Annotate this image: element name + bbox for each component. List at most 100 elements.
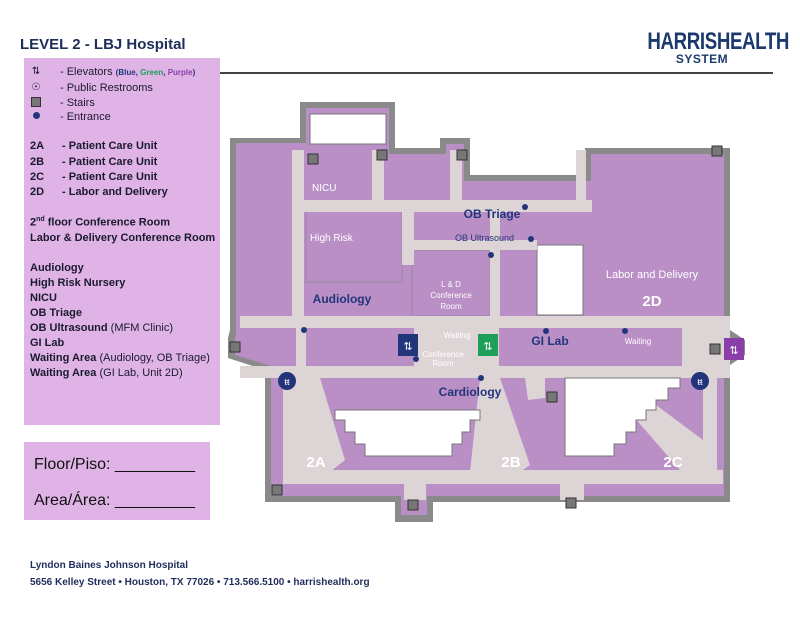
area-field: Area/Área: _________ — [34, 492, 196, 509]
unit-label: - Labor and Delivery — [62, 186, 168, 198]
entrance-icon — [301, 327, 307, 333]
svg-text:ŧŧ: ŧŧ — [284, 377, 290, 387]
courtyards — [334, 377, 681, 457]
unit-label: - Patient Care Unit — [62, 140, 158, 152]
stairs-icon — [307, 153, 319, 165]
label-waiting-2: Waiting — [625, 337, 651, 346]
label-waiting-1: Waiting — [444, 331, 470, 340]
unit-label: - Patient Care Unit — [62, 156, 158, 168]
stairs-icon — [271, 484, 283, 496]
corridor — [525, 378, 545, 400]
corridor — [576, 150, 586, 205]
legend-place: NICU — [30, 292, 57, 304]
corridor — [490, 205, 500, 320]
label-audiology: Audiology — [313, 292, 372, 306]
entrance-icon — [413, 356, 419, 362]
stairs-icon — [456, 149, 468, 161]
corridor — [470, 378, 530, 472]
elevator-icon: ⇅ — [31, 66, 41, 77]
unit-code: 2D — [30, 186, 45, 198]
legend-elevators-paren-open: ( — [115, 68, 119, 77]
label-unit-2b: 2B — [501, 454, 520, 471]
label-ob-ultrasound: OB Ultrasound — [455, 233, 514, 243]
stairs — [229, 145, 723, 511]
label-cardiology: Cardiology — [439, 385, 502, 399]
entrance-icon — [478, 375, 484, 381]
elevator-icon: ⇅ — [729, 345, 738, 357]
courtyard-2c — [564, 377, 681, 457]
label-nicu: NICU — [312, 183, 336, 194]
corridor — [292, 200, 592, 212]
corridor — [240, 366, 730, 378]
stairs-icon — [229, 341, 241, 353]
entrance-icon — [30, 111, 42, 122]
legend-place: OB Triage — [30, 307, 82, 319]
label-gi-lab: GI Lab — [531, 334, 568, 348]
corridor — [297, 378, 345, 472]
label-high-risk: High Risk — [310, 233, 354, 244]
svg-text:ŧŧ: ŧŧ — [697, 377, 703, 387]
label-ld-conference-1: L & D — [441, 280, 461, 289]
corridor — [412, 240, 537, 250]
stairs-icon — [709, 343, 721, 355]
legend-elevators-paren-close: ) — [192, 68, 196, 77]
label-unit-2d: 2D — [642, 293, 661, 310]
legend-place: High Risk Nursery — [30, 277, 126, 289]
unit-code: 2A — [30, 140, 45, 152]
elevator-icon: ⇅ — [483, 341, 492, 353]
room-walls — [305, 113, 584, 317]
unit-code: 2C — [30, 171, 45, 183]
legend-place: Audiology — [30, 262, 84, 274]
corridor — [703, 370, 717, 480]
corridor — [450, 150, 462, 205]
floor-field: Floor/Piso: _________ — [34, 456, 195, 473]
corridor — [682, 316, 730, 368]
corridor — [283, 370, 297, 480]
entrances — [301, 204, 628, 381]
label-unit-2c: 2C — [663, 454, 682, 471]
courtyard-top — [309, 113, 387, 145]
corridor — [283, 470, 723, 484]
legend-entrance-label: - Entrance — [60, 111, 111, 123]
corridor — [560, 470, 584, 500]
elevator-icon: ⇅ — [403, 341, 412, 353]
brand-logo: HARRISHEALTH SYSTEM — [632, 28, 789, 66]
entrance-icon — [622, 328, 628, 334]
footer: Lyndon Baines Johnson Hospital 5656 Kell… — [30, 560, 370, 594]
legend-elevators-label: - Elevators — [60, 66, 113, 78]
brand-subtitle: SYSTEM — [675, 52, 729, 66]
entrance-icon — [522, 204, 528, 210]
label-conference-2: Room — [432, 359, 454, 368]
label-ob-triage: OB Triage — [464, 207, 521, 221]
restroom-icon: ŧŧ — [278, 372, 296, 390]
label-conference-1: Conference — [422, 350, 464, 359]
stairs-icon — [30, 97, 42, 110]
legend-elevators-green: Green — [140, 68, 164, 77]
restroom-icon: ☉ — [31, 82, 41, 93]
legend-elevators-purple: Purple — [167, 68, 193, 77]
corridor — [402, 205, 414, 265]
elevator-purple: ⇅ — [724, 338, 744, 360]
header-rule — [196, 72, 773, 74]
page-title: LEVEL 2 - LBJ Hospital — [20, 36, 186, 53]
legend-stairs-label: - Stairs — [60, 97, 95, 109]
stairs-icon — [407, 499, 419, 511]
stairs-icon — [376, 149, 388, 161]
legend-place: GI Lab — [30, 337, 65, 349]
map-legend: ⇅ - Elevators (Blue, Green, Purple) ☉ - … — [24, 58, 220, 425]
legend-restrooms-label: - Public Restrooms — [60, 82, 153, 94]
restroom-icon: ŧŧ — [691, 372, 709, 390]
legend-place: Waiting Area (Audiology, OB Triage) — [30, 352, 210, 364]
legend-conference-room: 2nd floor Conference Room — [30, 216, 170, 229]
entrance-icon — [528, 236, 534, 242]
unit-code: 2B — [30, 156, 45, 168]
corridor — [296, 326, 306, 376]
elevator-blue: ⇅ — [398, 334, 418, 356]
courtyard-2a-2b — [334, 409, 481, 457]
label-ld-conference-2: Conference — [430, 291, 472, 300]
corridor — [240, 316, 730, 328]
stairs-icon — [546, 391, 558, 403]
entrance-icon — [488, 252, 494, 258]
corridor — [292, 150, 304, 325]
